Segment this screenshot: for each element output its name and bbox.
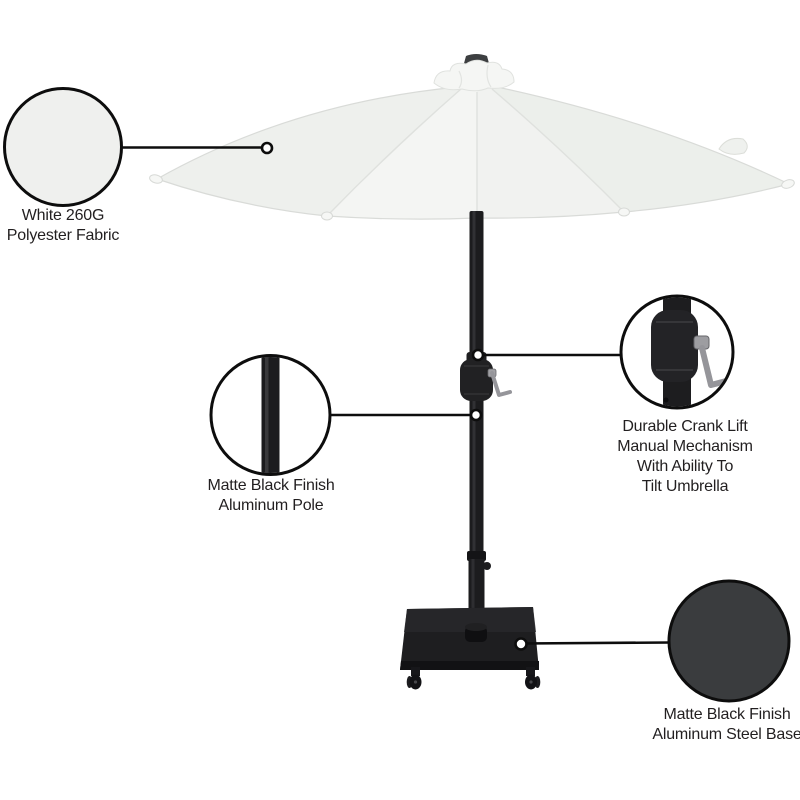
pole-anchor-dot: [469, 408, 483, 422]
crank-anchor-dot: [471, 348, 485, 362]
pole-label: Matte Black Finish Aluminum Pole: [171, 476, 371, 516]
canopy-seams: [326, 88, 625, 217]
caster-wheel-right: [525, 667, 541, 690]
crank-label-line: With Ability To: [636, 458, 734, 475]
canopy-ruffle: [433, 59, 515, 92]
base-label: Matte Black Finish Aluminum Steel Base: [627, 705, 800, 745]
umbrella-pole: [460, 211, 512, 635]
base-connector-line: [520, 641, 672, 645]
base-swatch-circle: [667, 579, 791, 703]
crank-label-line: Durable Crank Lift: [622, 418, 748, 435]
crank-detail: [651, 297, 732, 407]
caster-wheel-left: [406, 667, 422, 690]
crank-mechanism: [460, 352, 512, 401]
crank-label: Durable Crank Lift Manual Mechanism With…: [585, 417, 785, 497]
canopy-panel-right: [491, 87, 789, 212]
rib-tip-caps: [149, 174, 795, 221]
fabric-label-line: Polyester Fabric: [6, 227, 120, 244]
base-label-line: Aluminum Steel Base: [652, 726, 800, 743]
crank-label-line: Tilt Umbrella: [641, 478, 729, 495]
base-label-line: Matte Black Finish: [663, 706, 791, 723]
crank-label-line: Manual Mechanism: [617, 438, 753, 455]
canopy-panel-left: [157, 87, 463, 216]
crank-handle: [490, 371, 512, 397]
pole-detail-circle: [209, 354, 332, 476]
pole-label-line: Matte Black Finish: [207, 477, 335, 494]
pole-detail: [261, 357, 280, 473]
canopy-vent-flap: [718, 138, 748, 155]
fabric-label: White 260G Polyester Fabric: [0, 206, 163, 246]
umbrella-base: [400, 607, 541, 690]
pole-joint: [467, 551, 486, 561]
fabric-anchor-dot: [260, 141, 274, 155]
fabric-swatch-circle: [3, 87, 123, 207]
fabric-label-line: White 260G: [21, 207, 105, 224]
base-anchor-dot: [514, 637, 528, 651]
tilt-knob: [483, 562, 491, 570]
ruffle-creases: [458, 64, 492, 89]
canopy-panel-center-left: [327, 88, 477, 220]
crank-detail-circle: [619, 294, 735, 410]
pole-label-line: Aluminum Pole: [218, 497, 324, 514]
callout-graphics: [3, 87, 791, 703]
umbrella-canopy: [149, 54, 795, 221]
canopy-panel-center-right: [477, 88, 624, 219]
